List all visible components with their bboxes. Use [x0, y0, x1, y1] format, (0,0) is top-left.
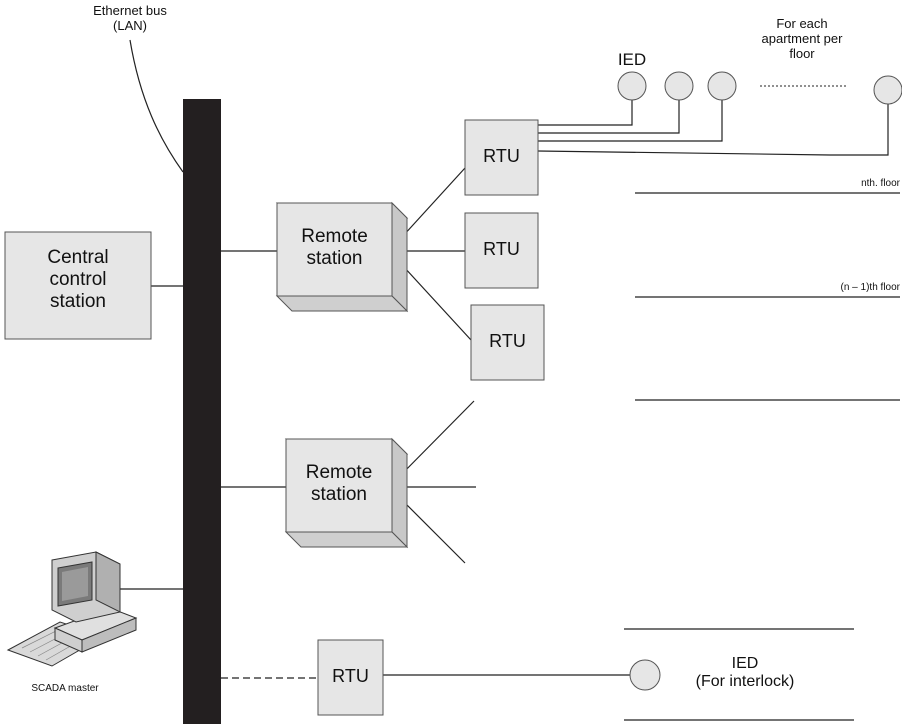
apartment-note-line2: apartment per — [742, 32, 862, 47]
rtu-label-3: RTU — [471, 331, 544, 352]
remote-station-2-line1: Remote — [286, 462, 392, 484]
remote-station-1-line1: Remote — [277, 226, 392, 248]
ied-circle-icon — [708, 72, 736, 100]
ied-interlock-label: IED (For interlock) — [670, 655, 820, 692]
ied-interlock-circle-icon — [630, 660, 660, 690]
remote-station-2-line2: station — [286, 484, 392, 506]
central-label-line2: control — [5, 269, 151, 291]
central-control-station-label: Central control station — [5, 247, 151, 313]
rtu-label-1: RTU — [465, 146, 538, 167]
remote-station-2-label: Remote station — [286, 462, 392, 506]
ied-circle-icon — [618, 72, 646, 100]
ethernet-bus-label: Ethernet bus (LAN) — [70, 4, 190, 34]
link-rtu-ied1 — [538, 100, 632, 125]
apartment-note-line3: floor — [742, 47, 862, 62]
scada-master-label: SCADA master — [10, 683, 120, 695]
central-label-line1: Central — [5, 247, 151, 269]
rtu-label-2: RTU — [465, 239, 538, 260]
ied-circle-icon — [665, 72, 693, 100]
central-label-line3: station — [5, 291, 151, 313]
remote-station-1-line2: station — [277, 248, 392, 270]
link-rtu-ied3 — [538, 100, 722, 141]
ethernet-bus-label-line1: Ethernet bus — [70, 4, 190, 19]
floor-n-label: nth. floor — [760, 178, 900, 190]
ied-circle-icon — [874, 76, 902, 104]
ethernet-bus-bar — [183, 99, 221, 724]
lan-callout-line — [130, 40, 183, 172]
apartment-note-line1: For each — [742, 17, 862, 32]
computer-icon — [8, 552, 136, 666]
ied-interlock-line1: IED — [670, 655, 820, 673]
ied-interlock-line2: (For interlock) — [670, 673, 820, 691]
rtu-label-bottom: RTU — [318, 666, 383, 687]
ied-top-label: IED — [602, 50, 662, 70]
link-rtu-ied4 — [538, 104, 888, 155]
link-rtu-ied2 — [538, 100, 679, 133]
floor-n-minus-1-label: (n – 1)th floor — [740, 282, 900, 294]
remote-station-1-label: Remote station — [277, 226, 392, 270]
ethernet-bus-label-line2: (LAN) — [70, 19, 190, 34]
apartment-note: For each apartment per floor — [742, 17, 862, 62]
